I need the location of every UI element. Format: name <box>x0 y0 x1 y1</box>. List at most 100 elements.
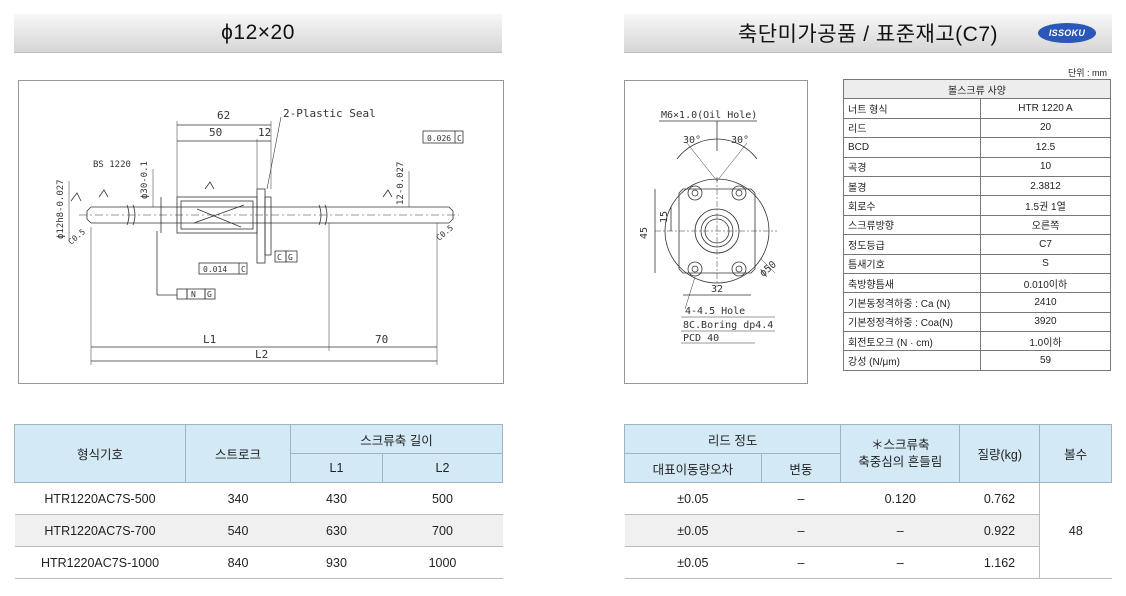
spec-key: 스크류방향 <box>843 214 981 236</box>
spec-key: 축방향틈새 <box>843 272 981 294</box>
spec-row: 기본정정격하중 : Coa(N)3920 <box>843 311 1111 333</box>
right-title: 축단미가공품 / 표준재고(C7) <box>737 23 999 46</box>
cell-stroke: 340 <box>185 482 291 515</box>
cell-balls: 48 <box>1039 482 1112 579</box>
spec-value: 10 <box>980 156 1111 177</box>
chamfer-left: C0.5 <box>67 227 88 246</box>
dim-L2: L2 <box>255 348 268 361</box>
spec-key: 강성 (N/μm) <box>843 350 981 371</box>
cell-l1: 430 <box>290 482 383 515</box>
left-title-banner: ϕ12×20 <box>14 14 502 53</box>
angle-left: 30° <box>683 135 701 146</box>
tol-mid-ref: C <box>241 265 246 274</box>
tol-mid: 0.014 <box>203 265 227 274</box>
seal-label: 2-Plastic Seal <box>283 107 376 120</box>
spec-key: 기본정정격하중 : Coa(N) <box>843 311 981 333</box>
col-model: 형식기호 <box>14 424 186 483</box>
spec-key: 볼경 <box>843 175 981 197</box>
spec-row: 강성 (N/μm)59 <box>843 350 1111 371</box>
spec-value: C7 <box>980 234 1111 255</box>
cell-run: – <box>840 546 960 579</box>
col-variation: 변동 <box>760 453 842 483</box>
oil-hole-label: M6×1.0(Oil Hole) <box>661 110 757 121</box>
col-rep-error: 대표이동량오차 <box>624 453 762 483</box>
spec-key: 기본동정격하중 : Ca (N) <box>843 292 981 313</box>
spec-value: 20 <box>980 117 1111 139</box>
cell-run: – <box>840 514 960 547</box>
bs-label: BS 1220 <box>93 160 131 170</box>
spec-key: BCD <box>843 137 981 158</box>
holes-label: 4-4.5 Hole <box>685 306 745 317</box>
dim-50: 50 <box>209 126 222 139</box>
col-length: 스크류축 길이 <box>290 424 503 454</box>
cell-model: HTR1220AC7S-500 <box>14 482 186 515</box>
spec-key: 정도등급 <box>843 234 981 255</box>
spec-header: 볼스크류 사양 <box>843 78 1111 100</box>
spec-key: 회로수 <box>843 195 981 216</box>
spec-value: 2.3812 <box>980 175 1111 197</box>
col-runout: ＊스크류축 축중심의 흔들림 <box>840 424 961 483</box>
dim-L1: L1 <box>203 333 216 346</box>
dim-70: 70 <box>375 333 388 346</box>
col-balls: 볼수 <box>1039 424 1112 483</box>
spec-key: 틈새기호 <box>843 253 981 274</box>
col-stroke: 스트로크 <box>185 424 291 483</box>
spec-value: 3920 <box>980 311 1111 333</box>
cell-stroke: 540 <box>185 514 291 547</box>
spec-value: S <box>980 253 1111 274</box>
right-title-banner: 축단미가공품 / 표준재고(C7) ISSOKU <box>624 14 1112 53</box>
spec-key: 너트 형식 <box>843 98 981 119</box>
dia-right: 12-0.027 <box>396 162 406 205</box>
cell-l2: 700 <box>382 514 503 547</box>
angle-right: 30° <box>731 135 749 146</box>
spec-value: 1.5권 1열 <box>980 195 1111 216</box>
spec-row: 기본동정격하중 : Ca (N)2410 <box>843 292 1111 313</box>
cell-l1: 930 <box>290 546 383 579</box>
unit-label: 단위 : mm <box>1068 68 1108 78</box>
dia-left: ϕ12h8-0.027 <box>56 179 66 239</box>
cell-var: – <box>761 482 841 515</box>
col-lead-accuracy: 리드 정도 <box>623 424 842 454</box>
spec-key: 회전토오크 (N · cm) <box>843 331 981 352</box>
cell-mass: 0.762 <box>959 482 1040 515</box>
cell-rep: ±0.05 <box>624 546 762 579</box>
spec-value: 0.010이하 <box>980 272 1111 294</box>
cell-l2: 1000 <box>382 546 503 579</box>
spec-value: 2410 <box>980 292 1111 313</box>
spec-value: 1.0이하 <box>980 331 1111 352</box>
cell-var: – <box>761 514 841 547</box>
dim-45: 45 <box>639 227 650 239</box>
cell-stroke: 840 <box>185 546 291 579</box>
cell-rep: ±0.05 <box>624 514 762 547</box>
dim-phi50: ϕ50 <box>758 259 779 279</box>
cell-run: 0.120 <box>840 482 960 515</box>
spec-value: 59 <box>980 350 1111 371</box>
table-row: ±0.05––0.922 <box>624 514 1112 547</box>
spec-row: 회전토오크 (N · cm)1.0이하 <box>843 331 1111 352</box>
cell-mass: 1.162 <box>959 546 1040 579</box>
dim-15: 15 <box>659 211 670 223</box>
boring-label: 8C.Boring dp4.4 <box>683 320 773 331</box>
spec-value: HTR 1220 A <box>980 98 1111 119</box>
col-l1: L1 <box>290 453 383 483</box>
flange-drawing: M6×1.0(Oil Hole) 30° 30° 45 15 ϕ50 32 4-… <box>624 80 808 384</box>
tol-top: 0.026 <box>427 134 451 143</box>
ref-g: G <box>288 253 293 262</box>
cell-model: HTR1220AC7S-1000 <box>14 546 186 579</box>
cell-model: HTR1220AC7S-700 <box>14 514 186 547</box>
dim-12: 12 <box>258 126 271 139</box>
chamfer-right: C0.5 <box>435 223 456 242</box>
ref-c: C <box>277 253 282 262</box>
